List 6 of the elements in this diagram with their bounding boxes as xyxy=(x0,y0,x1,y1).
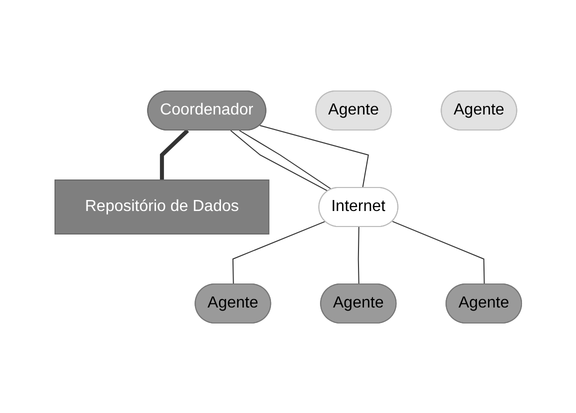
connector xyxy=(358,226,360,284)
node-box: Repositório de Dados xyxy=(54,179,270,234)
connector xyxy=(259,124,369,188)
connector xyxy=(392,220,485,284)
connector xyxy=(232,220,326,284)
connector xyxy=(160,128,189,180)
